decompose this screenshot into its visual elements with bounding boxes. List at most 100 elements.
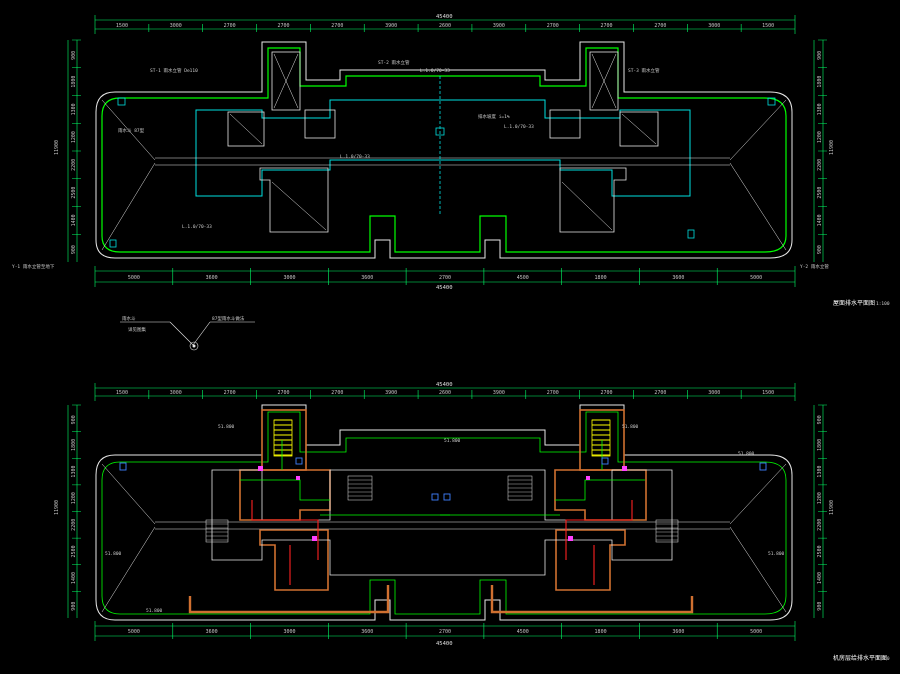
dim-segment: 1800 [595, 629, 607, 635]
dim-chain-sides-2 [67, 405, 824, 618]
slope-label-3: L.1.0/70-33 [340, 154, 370, 160]
dim-segment: 2600 [439, 390, 451, 396]
elev-1: 51.800 [218, 424, 235, 430]
dim-segment: 2700 [601, 390, 613, 396]
dim-segment: 2700 [439, 629, 451, 635]
note-6: Y-1 雨水立管至地下 [12, 263, 55, 270]
side-dim-segment: 2500 [71, 545, 77, 557]
plan-title-bottom: 机房层给排水平面图 [833, 654, 887, 662]
side-dim-segment: 1200 [71, 131, 77, 143]
dim-segment: 2700 [331, 23, 343, 29]
elev-4: 51.800 [738, 451, 755, 457]
parapet-gutter-right [490, 585, 694, 614]
note-5: 雨水斗 87型 [118, 127, 145, 134]
dim-segment: 3000 [170, 390, 182, 396]
legend-label-left-2: 详见图集 [128, 326, 146, 333]
drain-ring [101, 47, 787, 253]
roof-ridges-2 [101, 463, 787, 613]
side-total-left: 11900 [54, 140, 60, 155]
side-dim-segment: 900 [817, 245, 823, 254]
stair-flight [591, 419, 611, 457]
dim-segment: 3900 [493, 23, 505, 29]
side-dim-segment: 900 [817, 415, 823, 424]
elev-6: 51.800 [768, 551, 785, 557]
side-dim-segment: 1400 [817, 572, 823, 584]
dim-segment: 3000 [283, 629, 295, 635]
legend-callout: 雨水斗 详见图集 87型雨水斗做法 [120, 315, 255, 351]
dim-segment: 3600 [672, 629, 684, 635]
dim-segment: 2700 [547, 23, 559, 29]
note-3: 排水坡度 i=1% [478, 113, 510, 120]
pipes-green [240, 440, 645, 516]
side-dim-segment: 1400 [71, 572, 77, 584]
dim-segment: 2700 [224, 23, 236, 29]
roof-outline-2 [95, 404, 793, 621]
dim-chain-top-2 [94, 383, 796, 401]
dim-total-bottom-2: 45400 [436, 641, 453, 647]
dim-segment: 5000 [750, 629, 762, 635]
dim-segment: 2700 [601, 23, 613, 29]
slope-label-2: L.1.0/70-33 [504, 124, 534, 130]
dim-segment: 3600 [206, 275, 218, 281]
dim-segment: 3000 [170, 23, 182, 29]
side-dim-segment: 1200 [71, 492, 77, 504]
elev-3: 51.800 [622, 424, 639, 430]
legend-label-right: 87型雨水斗做法 [212, 315, 245, 322]
side-dim-segment: 2200 [817, 159, 823, 171]
dim-segment: 2700 [277, 23, 289, 29]
side-dim-segment: 1800 [817, 439, 823, 451]
plan-scale-top: 1:100 [876, 301, 890, 307]
side-dim-segment: 2500 [71, 187, 77, 199]
dim-segment: 2700 [224, 390, 236, 396]
dim-segment: 3900 [385, 23, 397, 29]
note-7: Y-2 雨水立管 [800, 263, 829, 270]
ext-stair-treads [206, 479, 678, 541]
elev-2: 51.800 [444, 438, 461, 444]
stair-shafts [227, 51, 659, 233]
side-dim-segment: 900 [71, 51, 77, 60]
side-dim-segment: 1800 [71, 439, 77, 451]
pipes-red [251, 500, 633, 585]
side-dim-segment: 1300 [71, 466, 77, 478]
side-dim-segment: 1300 [817, 466, 823, 478]
dim-segment: 3900 [385, 390, 397, 396]
dim-segment: 2700 [654, 390, 666, 396]
side-dim-segment: 1400 [71, 214, 77, 226]
note-4: ST-3 雨水立管 [628, 67, 660, 74]
dim-total-top: 45400 [436, 14, 453, 20]
dim-segment: 2700 [277, 390, 289, 396]
dim-segment: 2700 [439, 275, 451, 281]
dim-segment: 2700 [331, 390, 343, 396]
side-total-left-2: 11900 [54, 500, 60, 515]
dim-segment: 1800 [595, 275, 607, 281]
roof-ridges [101, 53, 787, 251]
stair-treads [273, 419, 611, 457]
side-dim-segment: 2500 [817, 545, 823, 557]
equipment-markers [258, 466, 627, 541]
side-dim-segment: 2200 [71, 159, 77, 171]
side-dim-segment: 2200 [71, 519, 77, 531]
side-dim-segments: 9001800130012002200250014009009001800130… [71, 39, 827, 254]
side-total-right-2: 11900 [829, 500, 835, 515]
stair-flight [273, 419, 293, 457]
side-dim-segment: 1300 [817, 103, 823, 115]
side-total-right: 11900 [829, 140, 835, 155]
dim-segment: 3600 [361, 629, 373, 635]
dim-chain-top [94, 15, 796, 34]
dim-segment: 2600 [439, 23, 451, 29]
dim-chain-bottom [94, 266, 796, 287]
dim-segment: 3900 [493, 390, 505, 396]
side-dim-segment: 2500 [817, 187, 823, 199]
note-1: ST-1 雨水立管 De110 [150, 67, 198, 74]
side-dim-segment: 1800 [71, 76, 77, 88]
side-dim-segment: 1300 [71, 103, 77, 115]
side-dim-segment: 1200 [817, 492, 823, 504]
roof-drains [109, 97, 776, 248]
